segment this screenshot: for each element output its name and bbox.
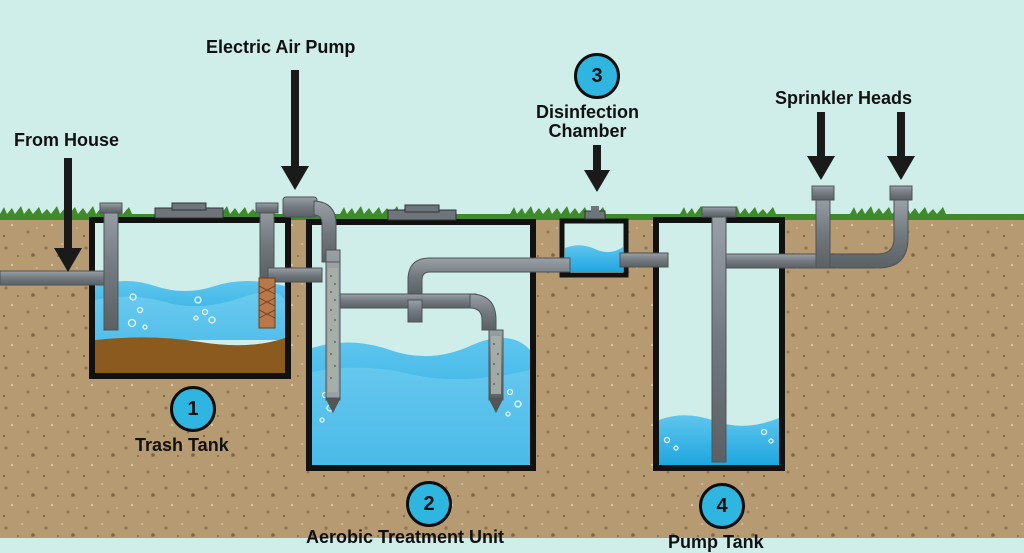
arrow-from-house xyxy=(54,158,82,272)
stage-number-4: 4 xyxy=(699,483,745,529)
arrow-disinfection xyxy=(584,145,610,192)
diffusers xyxy=(258,268,501,394)
disinfection-chamber xyxy=(559,206,629,278)
electric-air-pump-label: Electric Air Pump xyxy=(206,37,356,57)
sprinkler-heads-label: Sprinkler Heads xyxy=(775,88,913,108)
stage-number-2: 2 xyxy=(406,481,452,527)
disinfection-chamber-label-line2: Chamber xyxy=(548,121,627,141)
stage-number-1: 1 xyxy=(170,386,216,432)
arrows xyxy=(54,70,915,272)
disinfection-chamber-label: Disinfection Chamber xyxy=(536,103,639,141)
pipes xyxy=(0,185,913,463)
septic-diagram xyxy=(0,0,1024,538)
disinfection-chamber-label-line1: Disinfection xyxy=(536,102,640,122)
trash-tank-label: Trash Tank xyxy=(135,435,229,455)
arrow-sprinkler-2 xyxy=(887,112,915,180)
arrow-air-pump xyxy=(281,70,309,190)
stage-number-3: 3 xyxy=(574,53,620,99)
trash-tank xyxy=(89,202,291,379)
sky xyxy=(0,0,1024,216)
pump-tank-label: Pump Tank xyxy=(668,532,764,552)
arrow-sprinkler-1 xyxy=(807,112,835,180)
from-house-label: From House xyxy=(14,130,120,150)
